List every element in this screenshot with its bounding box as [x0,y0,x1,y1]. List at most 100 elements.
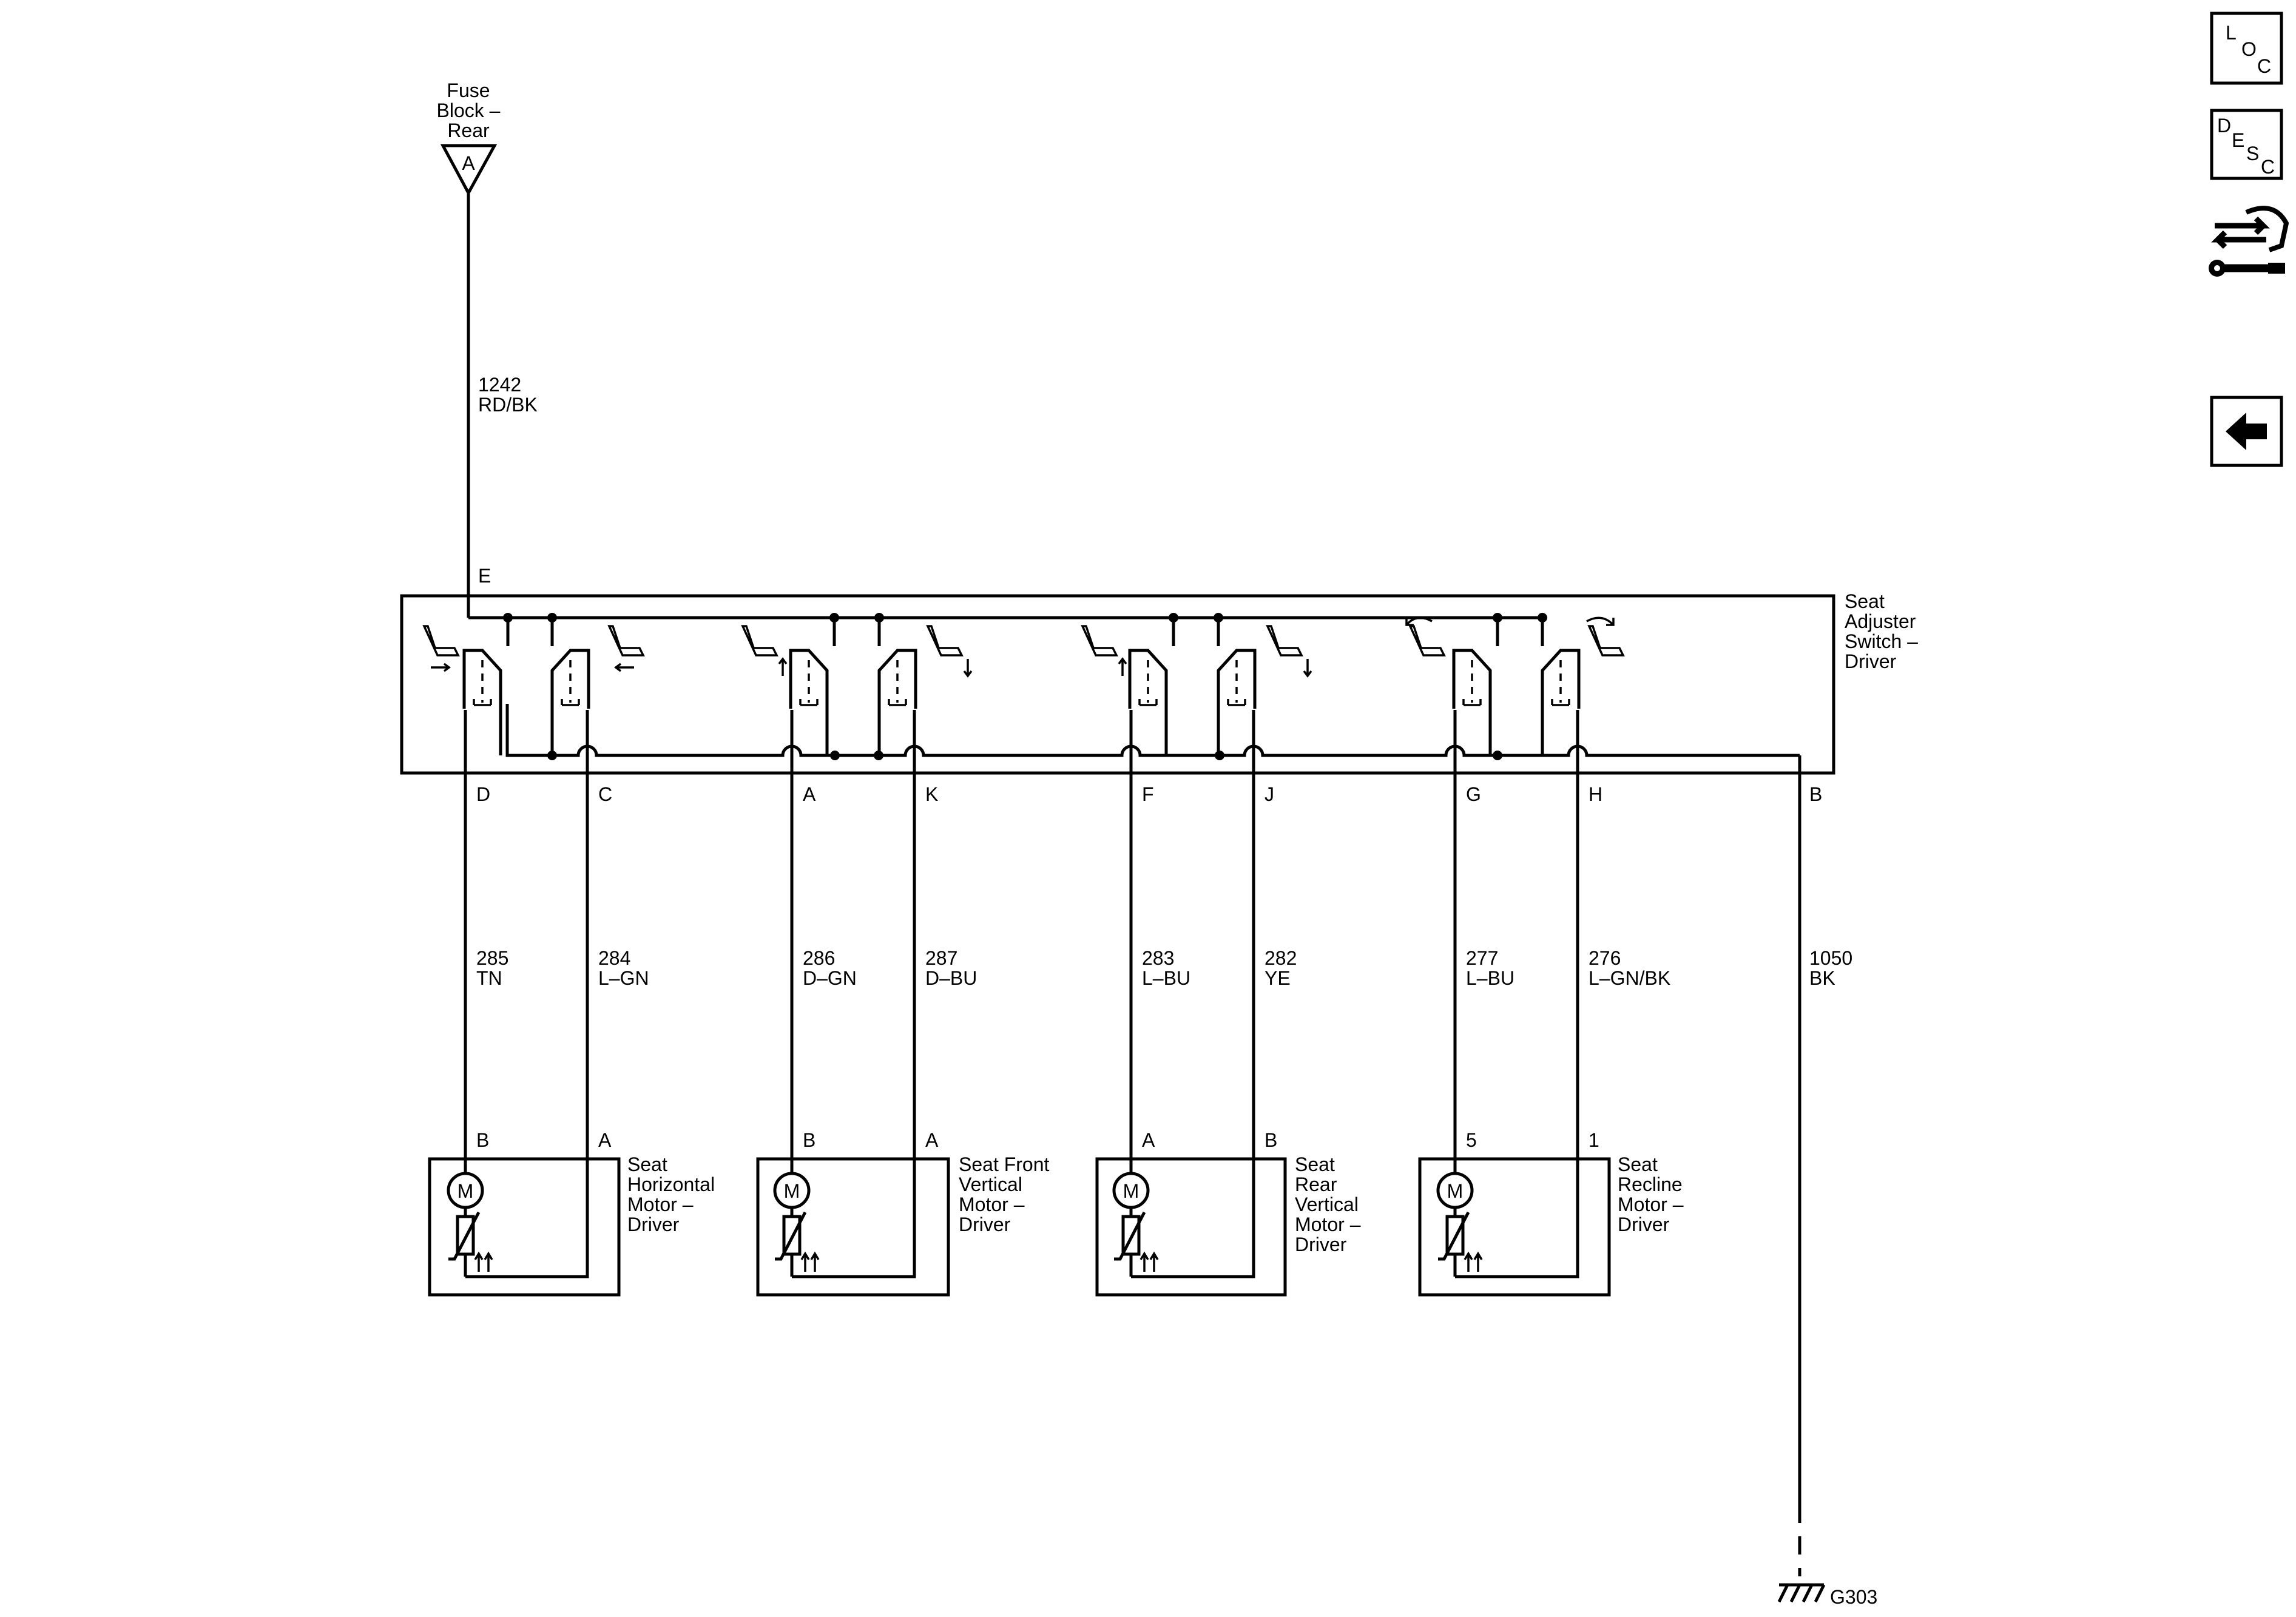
seat-direction-icon [926,625,973,678]
motor-box [1095,1157,1287,1297]
seat-direction-icon [1266,625,1312,678]
desc-button[interactable]: D E S C [2210,109,2283,180]
fuse-label-line1: Fuse [447,79,490,101]
seat-direction-icon [422,625,460,672]
switch-direction-icons [422,616,1625,678]
wire-circuit-number: 276 [1589,947,1621,969]
wire-switch-pin: K [925,783,938,805]
motor-box [756,1157,950,1297]
switch-contact [1128,618,1175,755]
wire-circuit-color: YE [1264,967,1291,989]
wire-circuit-color: L–BU [1142,967,1190,989]
seat-direction-icon [607,625,645,672]
wire-circuit-number: 277 [1466,947,1498,969]
wire-circuit-color: D–BU [925,967,977,989]
motor-name-line: Driver [959,1214,1011,1235]
wire-motor-pin: B [1264,1129,1277,1151]
wire-motor-pin: 5 [1466,1129,1477,1151]
wire-motor-pin: B [476,1129,489,1151]
loc-letter-2: O [2241,38,2257,60]
motor-name-line: Motor – [627,1193,694,1215]
wire-motor-pin: 1 [1589,1129,1599,1151]
switch-contact [550,618,590,755]
desc-letter-3: S [2246,143,2259,164]
wire-circuit-color: L–BU [1466,967,1514,989]
seat-adjuster-switch: Seat Adjuster Switch – Driver [400,590,1918,775]
desc-letter-2: E [2232,129,2244,151]
connector-tools-icon[interactable] [2209,206,2289,277]
switch-units [462,613,1581,760]
motor-name-line: Motor – [959,1193,1025,1215]
wire-circuit-number: 287 [925,947,957,969]
motor-name-line: Driver [627,1214,680,1235]
switch-name-line4: Driver [1845,650,1897,672]
wire-switch-pin: J [1264,783,1274,805]
wire-circuit-number: 286 [803,947,835,969]
switch-ground-bus [505,704,1800,757]
wire-motor-pin: A [598,1129,612,1151]
motor-name-line: Motor – [1295,1214,1361,1235]
wire-circuit-color: L–GN [598,967,649,989]
motor-box [1418,1157,1611,1297]
motor-name-line: Driver [1295,1234,1347,1255]
desc-letter-1: D [2217,115,2231,137]
switch-name-line2: Adjuster [1845,610,1916,632]
desc-letter-4: C [2261,156,2275,178]
seat-direction-icon [1081,625,1127,676]
feed-pin: E [478,565,491,587]
feed-circuit: 1242 [478,374,521,396]
motor-name-line: Vertical [959,1173,1022,1195]
loc-button[interactable]: L O C [2210,12,2283,85]
motor-box [428,1157,621,1297]
wire-circuit-color: L–GN/BK [1589,967,1670,989]
wire-circuit-number: 284 [598,947,630,969]
motor-name-line: Horizontal [627,1173,715,1195]
wire-switch-pin: A [803,783,816,805]
fuse-label-line2: Block – [437,100,501,121]
motor-symbol-label: M [1123,1180,1140,1202]
motor-name-line: Seat [1618,1153,1658,1175]
feed-color: RD/BK [478,394,538,416]
ground-circuit: B 1050 BK G303 [1777,755,1877,1608]
wire-switch-pin: C [598,783,612,805]
wire-circuit-number: 283 [1142,947,1174,969]
switch-box [400,594,1835,775]
switch-contact [877,618,917,755]
switch-contact [789,618,836,755]
motor-name-line: Recline [1618,1173,1683,1195]
switch-contact [1217,618,1257,755]
motor-name-line: Driver [1618,1214,1670,1235]
wire-switch-pin: F [1142,783,1154,805]
motor-name-line: Seat [627,1153,667,1175]
wire-switch-pin: H [1589,783,1602,805]
fuse-terminal-label: A [462,152,475,174]
motor-name-line: Seat [1295,1153,1335,1175]
wire-motor-pin: A [1142,1129,1155,1151]
fuse-block: Fuse Block – Rear A [437,79,501,197]
motor-symbol-label: M [1447,1180,1464,1202]
motor-name-line: Vertical [1295,1193,1359,1215]
seat-direction-icon [1586,616,1625,657]
motor-wires: D285TNBC284L–GNAA286D–GNBK287D–BUAF283L–… [464,710,1670,1159]
ground-pin: B [1809,783,1822,805]
wire-motor-pin: A [925,1129,939,1151]
wire-circuit-color: TN [476,967,502,989]
ground-name: G303 [1830,1586,1877,1608]
back-arrow-icon[interactable] [2210,396,2283,467]
motor-name-line: Motor – [1618,1193,1684,1215]
ground-circuit-color: BK [1809,967,1835,989]
switch-contact [1452,618,1499,755]
ground-circuit-number: 1050 [1809,947,1852,969]
feed-wire: 1242 RD/BK E [467,193,538,618]
